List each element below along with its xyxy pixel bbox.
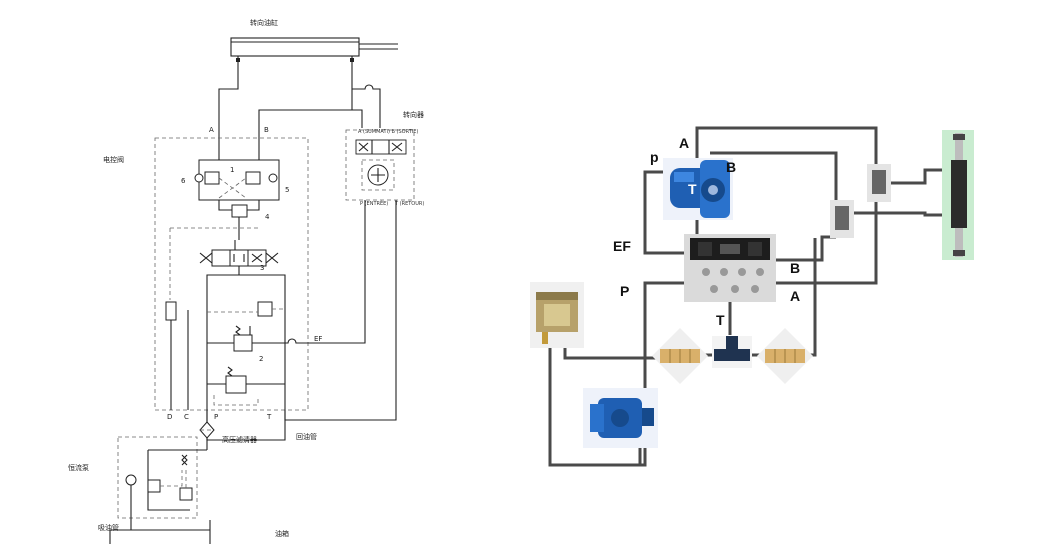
valve-number-5: 5 (285, 186, 289, 194)
relief-valves (165, 200, 397, 441)
line-to-steering-unit-1 (352, 84, 381, 128)
photo-label-B-valve: B (790, 260, 800, 276)
valve-number-2: 2 (259, 355, 263, 363)
directional-valve (169, 217, 279, 300)
constant-flow-pump (109, 436, 211, 544)
photo-label-B-top: B (726, 159, 736, 175)
cylinder-label: 转向油缸 (250, 18, 278, 27)
port-EF-label: EF (314, 335, 322, 343)
line-A (218, 62, 239, 160)
high-pressure-filter (199, 410, 215, 450)
valve-number-4: 4 (265, 213, 270, 221)
svg-text:A (SUMMATI) B (SORTIE): A (SUMMATI) B (SORTIE) (358, 129, 418, 135)
pipe-P-pump (548, 281, 690, 467)
pipe-A-valve (776, 195, 878, 285)
return-line-label: 回油管 (296, 432, 317, 441)
pipe-p-EF (643, 170, 690, 255)
hose-fitting-left (652, 328, 708, 384)
steering-unit-photo (663, 158, 733, 220)
pipe-B-valve (776, 235, 836, 262)
photo-connection-diagram: A p B T EF B P A T (530, 126, 974, 467)
cylinder-photo (942, 130, 974, 260)
filter-label: 高压滤清器 (222, 435, 257, 444)
solenoid-valve-boundary (154, 137, 309, 411)
steering-unit-label: 转向器 (403, 110, 424, 119)
port-P-label: P (214, 413, 218, 421)
steering-unit: A (SUMMATI) B (SORTIE) P (ENTRÉE) T (RET… (345, 129, 424, 207)
valve-number-1: 1 (230, 166, 234, 174)
photo-label-A-top: A (679, 135, 689, 151)
pump-photo (583, 388, 658, 448)
pump-label: 恒流泵 (68, 463, 89, 472)
solenoid-valve-label: 电控阀 (103, 155, 124, 164)
svg-text:T (RETOUR): T (RETOUR) (394, 201, 424, 207)
tee-fitting (712, 336, 752, 368)
motor-photo (530, 282, 584, 348)
photo-label-EF: EF (613, 238, 631, 254)
elbow-fittings (830, 164, 891, 238)
pipe-A-upper (695, 126, 878, 165)
valve-number-6: 6 (181, 177, 186, 185)
photo-label-T-pump: T (688, 181, 697, 197)
photo-label-P: P (620, 283, 629, 299)
port-T-label: T (266, 413, 272, 421)
pipe-motor (563, 345, 660, 360)
valve-manifold-photo (684, 234, 776, 302)
line-to-steering-unit-2 (352, 109, 363, 128)
pipe-B-upper (710, 151, 838, 200)
pipe-return (805, 238, 817, 357)
hydraulic-schematic: 转向油缸 A (SUMMATI) B (SORTIE) P (ENTRÉE) T… (68, 18, 424, 544)
photo-label-p: p (650, 149, 659, 165)
pipe-cylinder-top (890, 168, 945, 185)
pipe-cylinder-bottom (850, 211, 945, 217)
line-B (258, 62, 353, 160)
tank-label: 油箱 (275, 529, 289, 538)
svg-text:P (ENTRÉE): P (ENTRÉE) (360, 199, 388, 207)
hose-fitting-right (757, 328, 813, 384)
photo-label-T-tee: T (716, 312, 725, 328)
port-D-label: D (167, 413, 172, 421)
port-A-label: A (209, 126, 214, 134)
valve-number-3: 3 (260, 264, 264, 272)
suction-line-label: 吸油管 (98, 523, 119, 532)
dual-check-valves (194, 159, 280, 218)
port-B-label: B (264, 126, 269, 134)
photo-label-A-valve: A (790, 288, 800, 304)
steering-cylinder (230, 37, 398, 62)
port-C-label: C (184, 413, 189, 421)
